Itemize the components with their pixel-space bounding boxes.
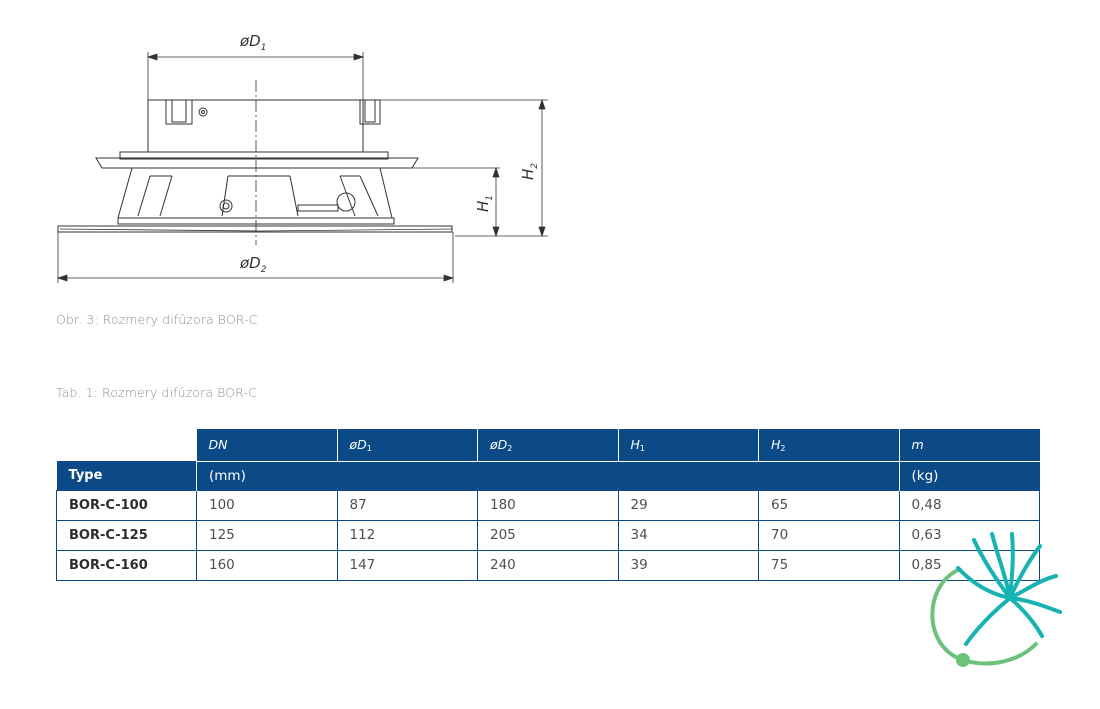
cell-d2: 205 [477,519,619,551]
header-dn: DN [196,429,338,462]
cell-d1: 147 [336,549,478,581]
cell-h2: 70 [758,519,900,551]
figure-caption: Obr. 3: Rozmery difúzora BOR-C [56,312,258,327]
cell-h1: 29 [617,489,759,521]
label-d1: øD1 [239,32,266,53]
header-d2: øD2 [477,429,619,462]
table-units-row: Type (mm) (kg) [56,461,1040,490]
cell-dn: 125 [196,519,338,551]
cell-d2: 180 [477,489,619,521]
row-type-name: BOR-C-160 [56,549,197,581]
cell-m: 0,63 [898,519,1040,551]
cell-h2: 75 [758,549,900,581]
label-h2: H2 [519,163,540,180]
dimensions-table: DN øD1 øD2 H1 H2 m Type (mm) (kg) BOR-C-… [56,429,1040,581]
collar-outline [147,99,364,153]
row-type-name: BOR-C-125 [56,519,197,551]
cell-dn: 160 [196,549,338,581]
unit-kg: (kg) [899,461,1040,490]
header-h2: H2 [758,429,900,462]
diffuser-technical-drawing: øD1 øD2 H2 H1 [56,32,548,283]
cell-d1: 87 [336,489,478,521]
dandelion-logo-icon [930,532,1062,667]
unit-mm: (mm) [196,461,900,490]
table-row: BOR-C-160 160 147 240 39 75 0,85 [56,549,1040,581]
type-label: Type [56,461,197,490]
header-h1: H1 [618,429,759,462]
header-m: m [899,429,1040,462]
cell-d2: 240 [477,549,619,581]
cell-h1: 34 [617,519,759,551]
bottom-plate [57,225,453,233]
table-row: BOR-C-100 100 87 180 29 65 0,48 [56,489,1040,521]
cell-h1: 39 [617,549,759,581]
collar-slot [165,99,193,125]
cell-m: 0,85 [898,549,1040,581]
label-h1: H1 [474,195,495,212]
cell-dn: 100 [196,489,338,521]
table-caption: Tab. 1: Rozmery difúzora BOR-C [56,385,257,400]
cell-d1: 112 [336,519,478,551]
row-type-name: BOR-C-100 [56,489,197,521]
table-header-row: DN øD1 øD2 H1 H2 m [56,429,1040,462]
table-row: BOR-C-125 125 112 205 34 70 0,63 [56,519,1040,551]
cell-m: 0,48 [898,489,1040,521]
header-blank-cell [56,429,197,461]
cell-h2: 65 [758,489,900,521]
screw-head [198,107,208,117]
adjust-screw-left [219,199,233,213]
header-d1: øD1 [337,429,478,462]
label-d2: øD2 [239,254,267,275]
adjust-knob [336,192,356,212]
